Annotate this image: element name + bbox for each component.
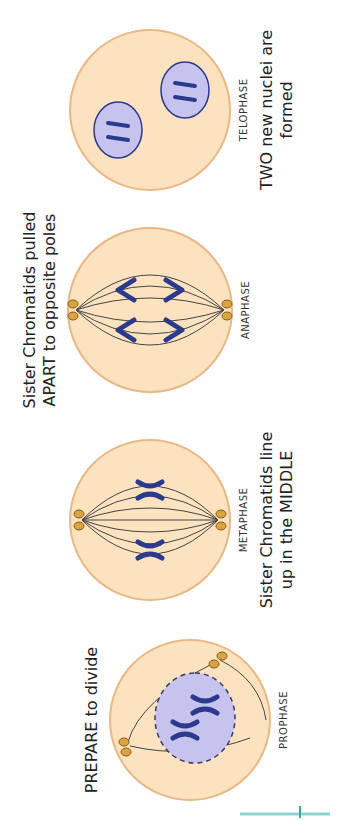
metaphase-cell: [70, 440, 230, 600]
phase-cell: METAPHASE Sister Chromatids line up in th…: [0, 415, 341, 625]
phase-name: PROPHASE: [278, 645, 291, 795]
phase-cell: TELOPHASE TWO new nuclei are formed: [0, 10, 341, 210]
telophase-cell: [70, 30, 230, 190]
edge-tick: [299, 806, 301, 818]
phase-description: Sister Chromatids line up in the MIDDLE: [257, 420, 297, 620]
phase-name: ANAPHASE: [240, 235, 253, 385]
phase-description: Sister Chromatids pulled APART to opposi…: [20, 185, 60, 435]
phase-description: PREPARE to divide: [82, 625, 102, 815]
edge-mark: [240, 813, 330, 816]
phase-name: METAPHASE: [238, 445, 251, 595]
prophase-cell: [110, 640, 270, 800]
phase-cell: Sister Chromatids pulled APART to opposi…: [0, 180, 341, 440]
phase-description: TWO new nuclei are formed: [257, 20, 297, 200]
phase-cell: PREPARE to divide PROPHASE: [0, 620, 341, 820]
phase-name: TELOPHASE: [238, 35, 251, 185]
anaphase-cell: [68, 228, 232, 392]
